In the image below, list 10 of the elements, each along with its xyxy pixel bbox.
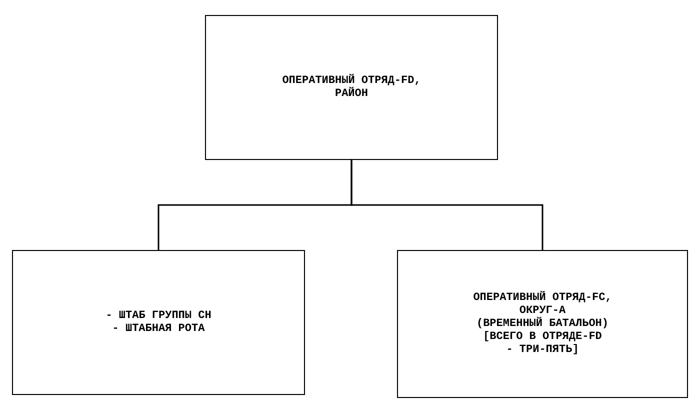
org-box <box>12 250 305 395</box>
box-text: (ВРЕМЕННЫЙ БАТАЛЬОН) <box>476 318 609 330</box>
box-text: - ШТАБНАЯ РОТА <box>112 322 205 336</box>
box-text: - ШТАБ ГРУППЫ СН <box>106 310 212 322</box>
org-box <box>397 250 688 398</box>
box-text: [ВСЕГО В ОТРЯДЕ-FD - ТРИ-ПЯТЬ] <box>482 330 603 356</box>
box-text: ОПЕРАТИВНЫЙ ОТРЯД-FC, ОКРУГ-А <box>472 292 613 316</box>
connector-line <box>350 160 544 250</box>
box-text: ОПЕРАТИВНЫЙ ОТРЯД-FD, РАЙОН <box>281 74 422 100</box>
org-box <box>205 15 498 160</box>
